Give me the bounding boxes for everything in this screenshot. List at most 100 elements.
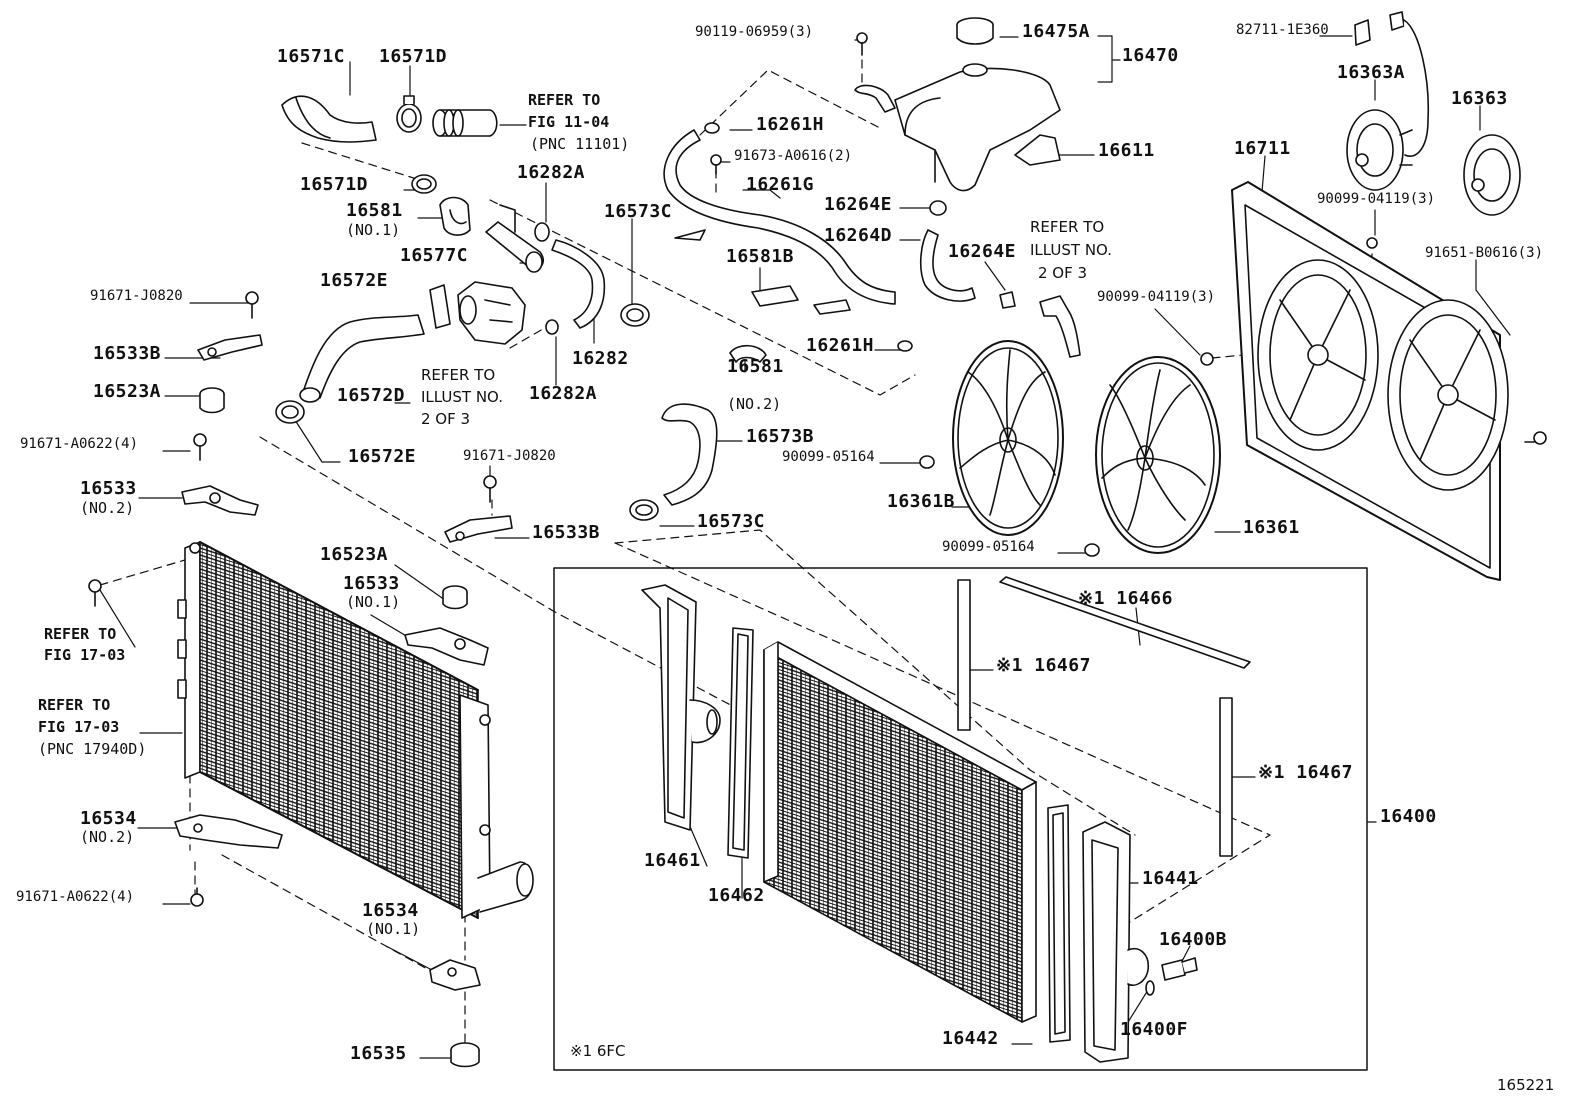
fan-16361	[1095, 356, 1221, 554]
bolt-left-fig1703	[88, 579, 102, 607]
part-label-p16264E_a: 16264E	[824, 194, 893, 215]
hose-pipe-illust2of3	[1039, 295, 1081, 358]
part-label-p16581_no2_sub: (NO.2)	[727, 395, 782, 413]
part-label-ref_fig1703_b1: REFER TO	[38, 696, 111, 714]
part-label-p16523A_b: 16523A	[320, 544, 389, 565]
part-label-p16475A: 16475A	[1022, 21, 1091, 42]
upper-radiator-hose	[281, 95, 377, 143]
part-label-p16534_no1_sub: (NO.1)	[366, 920, 421, 938]
bracket-16533-no2	[181, 485, 259, 516]
tank-mount-hose	[854, 84, 896, 113]
part-label-p16533_no2_sub: (NO.2)	[80, 499, 135, 517]
part-label-p16467_a: ※1 16467	[996, 655, 1091, 676]
part-label-p16535: 16535	[350, 1043, 407, 1064]
part-label-p16264E_b: 16264E	[948, 241, 1017, 262]
hose-clamp-16571D-lower	[411, 174, 437, 194]
part-label-p16573C_b: 16573C	[697, 511, 766, 532]
part-label-p16533B_b: 16533B	[532, 522, 601, 543]
fan-shroud-16711	[1231, 181, 1509, 581]
part-label-p16571C: 16571C	[277, 46, 346, 67]
part-label-p16261G: 16261G	[746, 174, 815, 195]
clip-16581-no1	[439, 196, 471, 236]
clip-16261H-lower	[897, 340, 913, 352]
hose-clamp-16282A-lower	[545, 319, 559, 335]
connector-82711-1E360	[1354, 11, 1430, 157]
radiator-core-left	[177, 541, 534, 919]
part-label-p16534_no1: 16534	[362, 900, 419, 921]
part-label-p9011906959: 90119-06959(3)	[695, 24, 814, 40]
part-label-ref_illust_a2: ILLUST NO.	[421, 388, 504, 406]
hose-clamp-16264E-upper	[929, 200, 947, 216]
thermostat-housing	[457, 281, 526, 345]
part-label-p16533_no1_sub: (NO.1)	[346, 593, 401, 611]
part-label-p16282A_a: 16282A	[517, 162, 586, 183]
part-label-p9009905164_b: 90099-05164	[942, 539, 1035, 555]
part-label-p16571D_b: 16571D	[300, 174, 369, 195]
part-label-ref_fig1104_2: FIG 11-04	[528, 113, 610, 131]
seal-16467-left	[957, 579, 971, 731]
part-label-p16581B: 16581B	[726, 246, 795, 267]
tank-hose-16264D	[919, 229, 976, 302]
part-label-ref_fig1703_b3: (PNC 17940D)	[38, 740, 147, 758]
leader-lines	[99, 35, 1511, 1059]
part-label-p16282A_b: 16282A	[529, 383, 598, 404]
cushion-16535	[450, 1042, 480, 1068]
part-label-p16441: 16441	[1142, 868, 1199, 889]
hose-16573B	[661, 403, 718, 506]
part-label-p16533B_a: 16533B	[93, 343, 162, 364]
gasket-16462	[727, 627, 754, 859]
tank-16441	[1082, 821, 1150, 1063]
part-label-p16533_no2: 16533	[80, 478, 137, 499]
bolt-91673-A0616	[710, 154, 722, 175]
part-label-p9009904119_a: 90099-04119(3)	[1317, 191, 1436, 207]
nut-90099-05164-a	[919, 455, 935, 469]
part-label-p827111E360: 82711-1E360	[1236, 22, 1329, 38]
cushion-16523A-upper	[199, 387, 225, 414]
bolt-90099-04119-lower	[1200, 352, 1214, 366]
part-label-p9009905164_a: 90099-05164	[782, 449, 875, 465]
water-outlet-16577C	[485, 204, 545, 273]
bracket-16533-no1	[404, 627, 489, 666]
bracket-16611	[1014, 134, 1061, 166]
bolt-91671-A0622-upper	[193, 433, 207, 461]
bracket-16533B-center	[444, 515, 513, 543]
part-label-ref_fig1104_3: (PNC 11101)	[530, 135, 630, 153]
part-label-p16461: 16461	[644, 850, 701, 871]
part-label-p16534_no2_sub: (NO.2)	[80, 828, 135, 846]
part-label-p91651B0616: 91651-B0616(3)	[1425, 245, 1544, 261]
part-label-ref_fig1104_1: REFER TO	[528, 91, 601, 109]
clip-16261H-upper	[704, 122, 720, 134]
cushion-16523A-center	[442, 585, 468, 610]
part-label-p91671A0622_b: 91671-A0622(4)	[16, 889, 135, 905]
reservoir-cap-16475A	[956, 17, 994, 45]
bolt-91651-B0616	[1524, 431, 1547, 445]
part-label-p16400: 16400	[1380, 806, 1437, 827]
part-label-ref_illust_b1: REFER TO	[1030, 218, 1105, 236]
part-label-p16711: 16711	[1234, 138, 1291, 159]
footnote: ※1 6FC	[570, 1042, 626, 1060]
part-label-ref_fig1703_a1: REFER TO	[44, 625, 117, 643]
part-label-p16572D: 16572D	[337, 385, 406, 406]
bracket-16534-no2	[174, 814, 283, 849]
clamp-16572E-lower	[275, 400, 305, 424]
part-label-ref_fig1703_b2: FIG 17-03	[38, 718, 120, 736]
part-label-p16611: 16611	[1098, 140, 1155, 161]
part-label-p16573C_a: 16573C	[604, 201, 673, 222]
tank-16461	[641, 584, 721, 831]
bolt-91671-J0820-upper	[245, 291, 259, 319]
part-label-p16534_no2: 16534	[80, 808, 137, 829]
reservoir-tank-16470	[894, 63, 1061, 192]
part-label-p91673A0616: 91673-A0616(2)	[734, 148, 853, 164]
part-label-p16282: 16282	[572, 348, 629, 369]
part-label-p16533_no1: 16533	[343, 573, 400, 594]
part-label-p16581_no1_sub: (NO.1)	[346, 221, 401, 239]
fan-motor-16363	[1463, 134, 1521, 216]
seal-16467-right	[1219, 697, 1233, 857]
part-label-p16261H_a: 16261H	[756, 114, 825, 135]
seal-16466	[999, 576, 1251, 669]
lower-radiator-hose-16572D	[299, 314, 425, 403]
part-label-p16264D: 16264D	[824, 225, 893, 246]
part-label-p16577C: 16577C	[400, 245, 469, 266]
fan-16361B	[952, 340, 1064, 536]
